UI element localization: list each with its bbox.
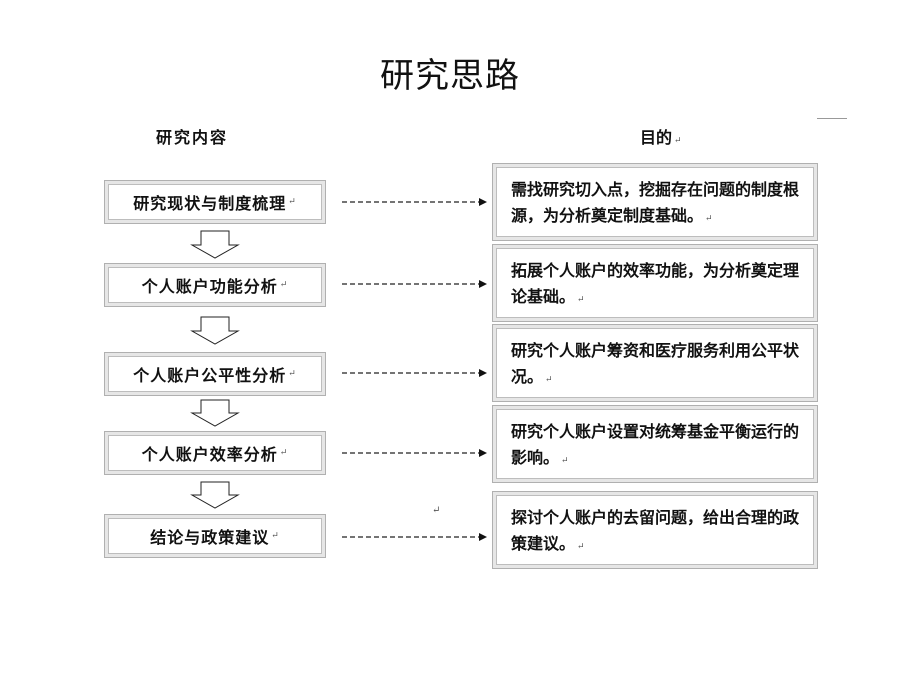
page-title: 研究思路 xyxy=(380,56,520,96)
paragraph-mark: ↵ xyxy=(577,542,585,552)
content-box-3: 个人账户公平性分析↵ xyxy=(104,352,326,396)
decorative-line xyxy=(817,118,847,119)
paragraph-mark: ↵ xyxy=(674,136,682,146)
research-content-header: 研究内容 xyxy=(156,124,228,148)
stray-paragraph-mark: ↵ xyxy=(432,505,441,516)
purpose-header: 目的↵ xyxy=(640,124,682,148)
paragraph-mark: ↵ xyxy=(288,197,297,207)
purpose-text-5: 探讨个人账户的去留问题，给出合理的政策建议。 xyxy=(511,508,800,553)
paragraph-mark: ↵ xyxy=(577,295,585,305)
purpose-box-5: 探讨个人账户的去留问题，给出合理的政策建议。↵ xyxy=(492,491,818,569)
content-label-1: 研究现状与制度梳理 xyxy=(133,194,287,213)
content-box-2: 个人账户功能分析↵ xyxy=(104,263,326,307)
paragraph-mark: ↵ xyxy=(271,531,280,541)
content-label-3: 个人账户公平性分析 xyxy=(133,366,287,385)
paragraph-mark: ↵ xyxy=(279,280,289,290)
purpose-text-4: 研究个人账户设置对统筹基金平衡运行的影响。 xyxy=(511,422,800,467)
paragraph-mark: ↵ xyxy=(279,448,289,458)
content-box-4: 个人账户效率分析↵ xyxy=(104,431,326,475)
paragraph-mark: ↵ xyxy=(545,375,553,385)
paragraph-mark: ↵ xyxy=(561,456,569,466)
research-content-header-text: 研究内容 xyxy=(156,128,229,147)
purpose-box-4: 研究个人账户设置对统筹基金平衡运行的影响。↵ xyxy=(492,405,818,483)
purpose-box-2: 拓展个人账户的效率功能，为分析奠定理论基础。↵ xyxy=(492,244,818,322)
purpose-text-3: 研究个人账户筹资和医疗服务利用公平状况。 xyxy=(511,341,800,386)
content-box-1: 研究现状与制度梳理↵ xyxy=(104,180,326,224)
down-arrow-1 xyxy=(190,230,240,259)
content-label-2: 个人账户功能分析 xyxy=(141,277,278,296)
down-arrow-2 xyxy=(190,316,240,345)
down-arrow-3 xyxy=(190,399,240,427)
purpose-box-1: 需找研究切入点，挖掘存在问题的制度根源，为分析奠定制度基础。↵ xyxy=(492,163,818,241)
content-label-4: 个人账户效率分析 xyxy=(141,445,278,464)
paragraph-mark: ↵ xyxy=(705,214,713,224)
purpose-header-text: 目的 xyxy=(640,128,673,147)
down-arrow-4 xyxy=(190,481,240,509)
purpose-box-3: 研究个人账户筹资和医疗服务利用公平状况。↵ xyxy=(492,324,818,402)
content-box-5: 结论与政策建议↵ xyxy=(104,514,326,558)
purpose-text-2: 拓展个人账户的效率功能，为分析奠定理论基础。 xyxy=(511,261,800,306)
content-label-5: 结论与政策建议 xyxy=(150,528,270,547)
paragraph-mark: ↵ xyxy=(288,369,297,379)
purpose-text-1: 需找研究切入点，挖掘存在问题的制度根源，为分析奠定制度基础。 xyxy=(511,180,800,225)
